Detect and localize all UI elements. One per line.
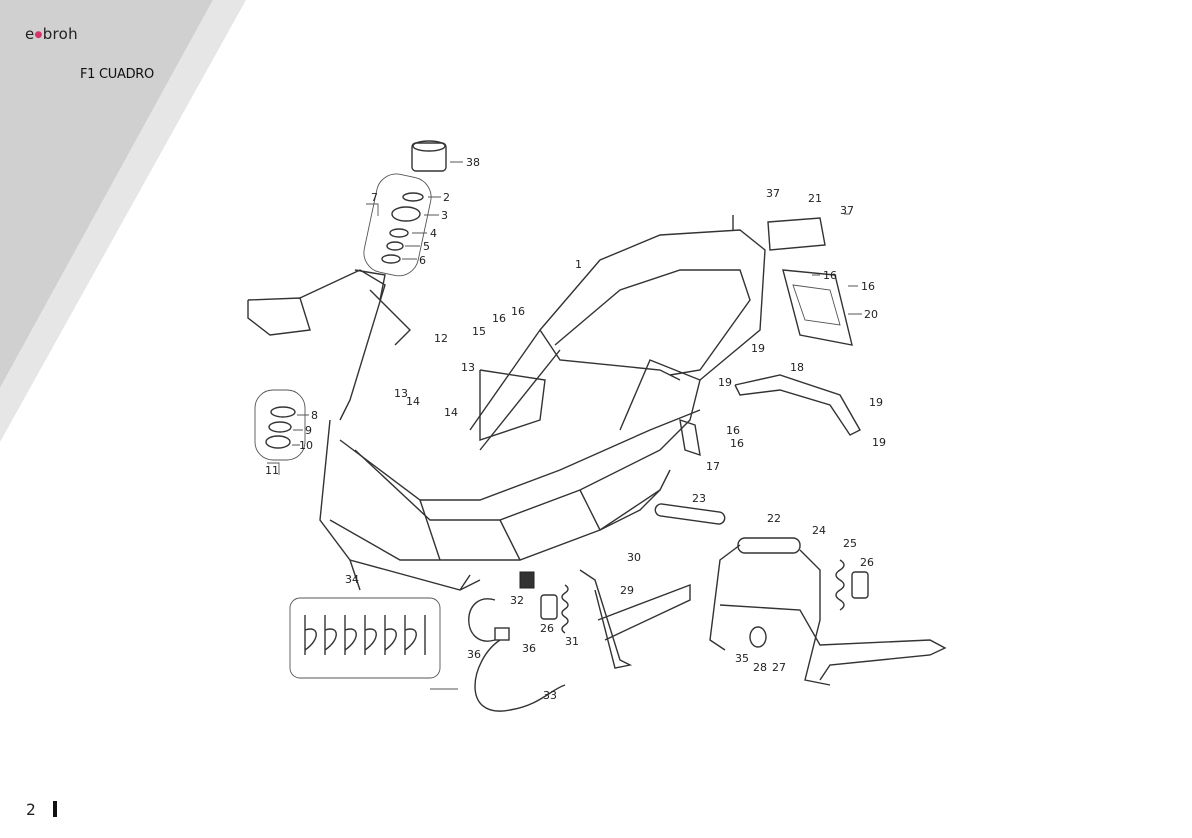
part-label: 27 [772,661,786,674]
scooter-frame [247,215,766,591]
page-number: 2 [26,800,36,819]
part-label: 3 [441,209,448,222]
part-label: 7 [371,191,378,204]
part-label: 9 [305,424,312,437]
leader-lines [267,161,862,690]
part-label: 36 [467,648,481,661]
part-label: 36 [522,642,536,655]
part-label: 14 [444,406,458,419]
part-label: 32 [510,594,524,607]
clip-set [289,597,441,679]
part-label: 22 [767,512,781,525]
page-marker-bar [53,801,57,817]
part-label: 2 [443,191,450,204]
part-label: 13 [394,387,408,400]
part-label: 38 [466,156,480,169]
part-label: 4 [430,227,437,240]
part-label: 16 [730,437,744,450]
part-label: 12 [434,332,448,345]
part-label: 29 [620,584,634,597]
part-label: 30 [627,551,641,564]
part-label: 16 [861,280,875,293]
part-label: 13 [461,361,475,374]
part-label: 25 [843,537,857,550]
light-band [0,0,246,442]
part-label: 16 [492,312,506,325]
part-label: 28 [753,661,767,674]
part-label: 6 [419,254,426,267]
steering-bearing-set [254,140,447,461]
part-label: 1 [575,258,582,271]
part-label: 16 [726,424,740,437]
part-label: 5 [423,240,430,253]
center-stand [654,503,947,686]
part-label: 26 [540,622,554,635]
part-label: 37 [766,187,780,200]
part-label: 18 [790,361,804,374]
part-label: 8 [311,409,318,422]
part-label: 23 [692,492,706,505]
part-label: 37 [840,204,854,217]
part-label: 35 [735,652,749,665]
part-label: 19 [718,376,732,389]
part-label: 16 [823,269,837,282]
side-stand [519,569,691,669]
part-label: 24 [812,524,826,537]
part-label: 16 [511,305,525,318]
section-title: F1 CUADRO [80,67,154,82]
part-label: 21 [808,192,822,205]
part-label: 26 [860,556,874,569]
part-label: 14 [406,395,420,408]
part-label: 17 [706,460,720,473]
part-label: 19 [869,396,883,409]
part-label: 34 [345,573,359,586]
part-label: 19 [751,342,765,355]
part-label: 31 [565,635,579,648]
part-label: 11 [265,464,279,477]
battery-box [679,217,861,457]
brand-logo: e●broh [25,25,78,43]
part-label: 33 [543,689,557,702]
part-label: 20 [864,308,878,321]
lock-cable [468,598,566,712]
part-label: 15 [472,325,486,338]
part-label: 19 [872,436,886,449]
part-labels: 38 2 3 4 5 6 7 1 37 21 37 16 16 20 16 16… [265,156,886,702]
part-label: 10 [299,439,313,452]
